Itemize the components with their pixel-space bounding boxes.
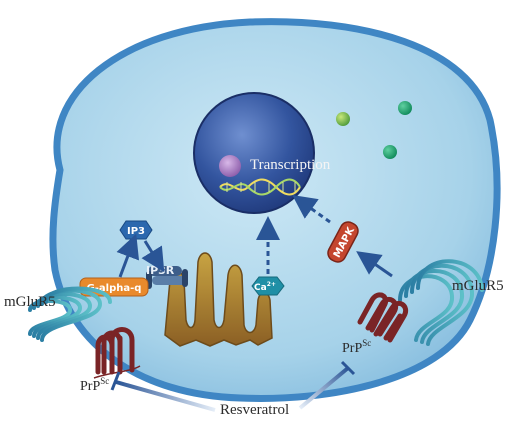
- prp-sc-left: [95, 327, 135, 375]
- prp-sc-left-label: PrPSc: [80, 376, 109, 394]
- inhibit-arrow-left: [115, 380, 216, 412]
- svg-text:G-alpha-q: G-alpha-q: [87, 283, 142, 294]
- vesicle-dot: [383, 145, 397, 159]
- mglur5-receptor-right: [398, 259, 484, 346]
- svg-text:IP3: IP3: [127, 226, 145, 237]
- ip3r-label: IP3R: [146, 264, 175, 277]
- calcium-node: Ca2+: [251, 276, 285, 296]
- inhibit-bar-right: [340, 360, 356, 376]
- mglur5-receptor-left: [28, 286, 112, 342]
- mglur5-left-label: mGluR5: [4, 294, 56, 310]
- arrow-gq-to-ip3: [116, 233, 140, 278]
- nucleus: Transcription: [193, 92, 331, 214]
- dna-helix-icon: [219, 178, 301, 196]
- arrow-receptor-to-mapk: [356, 251, 393, 278]
- pathway-arrows: [116, 195, 393, 278]
- vesicle-dot: [336, 112, 350, 126]
- transcription-label: Transcription: [250, 157, 331, 173]
- prp-sc-right: [357, 292, 408, 343]
- arrow-mapk-to-nucleus: [292, 195, 331, 224]
- mglur5-right-label: mGluR5: [452, 278, 504, 294]
- ip3-node: IP3: [119, 220, 153, 240]
- inhibit-arrow-right: [298, 366, 350, 410]
- svg-text:Ca2+: Ca2+: [254, 281, 276, 293]
- resveratrol-label: Resveratrol: [220, 402, 289, 418]
- resveratrol-inhibition: [110, 360, 356, 412]
- inhibit-bar-left: [110, 371, 121, 391]
- arrow-ip3-to-ip3r: [141, 240, 165, 273]
- vesicle-dot: [398, 101, 412, 115]
- prp-sc-left-outline: [93, 365, 141, 379]
- prp-sc-right-label: PrPSc: [342, 338, 371, 356]
- nucleolus: [219, 155, 241, 177]
